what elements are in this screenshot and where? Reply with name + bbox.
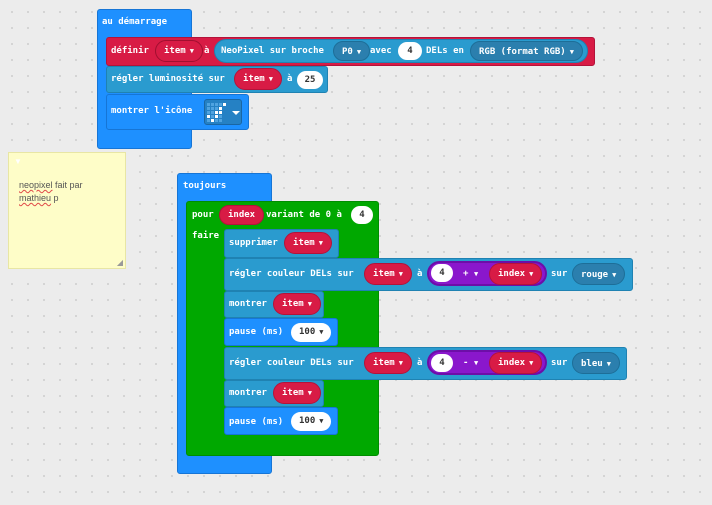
chevron-down-icon: ▼ <box>606 360 611 368</box>
leds-in-label: DELs en <box>426 46 464 56</box>
color-dropdown[interactable]: bleu▼ <box>572 352 620 374</box>
to-label: à <box>417 358 423 368</box>
chevron-down-icon <box>232 111 240 115</box>
for-label: pour <box>192 210 214 220</box>
led-pattern-icon[interactable] <box>204 99 242 125</box>
math-operator-label[interactable]: - <box>463 358 469 368</box>
item-variable-dropdown[interactable]: item▼ <box>155 40 203 62</box>
comment-word: mathieu <box>19 193 52 203</box>
led-count-input[interactable]: 4 <box>398 42 422 60</box>
set-label: définir <box>111 46 149 56</box>
brightness-label: régler luminosité sur <box>111 74 225 84</box>
index-variable-dropdown[interactable]: index▼ <box>489 263 543 285</box>
item-variable-label: item <box>282 299 304 309</box>
on-label: sur <box>551 358 568 368</box>
chevron-down-icon: ▼ <box>398 270 403 278</box>
led-matrix-icon <box>207 103 240 122</box>
show-label: montrer <box>229 299 267 309</box>
comment-note[interactable]: ▼ neopixel fait par mathieu p ◢ <box>8 152 126 269</box>
resize-handle-icon[interactable]: ◢ <box>116 258 123 267</box>
color-dropdown[interactable]: rouge▼ <box>572 263 626 285</box>
comment-word: neopixel <box>19 180 53 190</box>
pin-value: P0 <box>342 47 353 57</box>
chevron-down-icon: ▼ <box>268 75 273 83</box>
chevron-down-icon: ▼ <box>529 359 534 367</box>
pause-value: 100 <box>299 416 316 426</box>
pause-label: pause (ms) <box>229 327 284 337</box>
pause-label: pause (ms) <box>229 417 284 427</box>
clear-label: supprimer <box>229 238 278 248</box>
chevron-down-icon: ▼ <box>474 270 479 278</box>
item-variable-label: item <box>373 358 395 368</box>
color-value: bleu <box>581 359 603 369</box>
neopixel-label: NeoPixel sur broche <box>221 46 324 56</box>
math-left-input[interactable]: 4 <box>431 264 453 282</box>
show-icon-label: montrer l'icône <box>111 106 193 116</box>
set-pixel-color-block[interactable] <box>224 347 627 380</box>
forever-label: toujours <box>183 181 227 191</box>
chevron-down-icon: ▼ <box>398 359 403 367</box>
brightness-input[interactable]: 25 <box>297 71 323 89</box>
on-start-label: au démarrage <box>102 17 168 27</box>
format-value: RGB (format RGB) <box>479 47 566 57</box>
item-variable-label: item <box>164 46 186 56</box>
collapse-icon[interactable]: ▼ <box>14 157 22 166</box>
to-label: à <box>287 74 293 84</box>
chevron-down-icon: ▼ <box>356 48 362 56</box>
item-variable-label: item <box>373 269 395 279</box>
on-label: sur <box>551 269 568 279</box>
index-variable-label: index <box>498 269 526 279</box>
pause-duration-dropdown[interactable]: 100▼ <box>291 412 332 431</box>
comment-text[interactable]: neopixel fait par mathieu p <box>19 179 119 205</box>
item-variable-dropdown[interactable]: item▼ <box>364 352 412 374</box>
chevron-down-icon: ▼ <box>319 417 324 425</box>
chevron-down-icon: ▼ <box>307 389 312 397</box>
item-variable-dropdown[interactable]: item▼ <box>273 293 321 315</box>
to-label: à <box>417 269 423 279</box>
item-variable-dropdown[interactable]: item▼ <box>364 263 412 285</box>
chevron-down-icon: ▼ <box>569 48 574 56</box>
item-variable-dropdown[interactable]: item▼ <box>273 382 321 404</box>
item-variable-label: item <box>293 238 315 248</box>
pin-dropdown[interactable]: P0▼ <box>333 41 371 61</box>
to-label: à <box>204 46 210 56</box>
item-variable-label: item <box>243 74 265 84</box>
index-variable[interactable]: index <box>219 205 265 225</box>
index-variable-dropdown[interactable]: index▼ <box>489 352 543 374</box>
pause-duration-dropdown[interactable]: 100▼ <box>291 323 332 342</box>
do-label: faire <box>192 231 220 241</box>
chevron-down-icon: ▼ <box>318 239 323 247</box>
color-value: rouge <box>581 270 609 280</box>
chevron-down-icon: ▼ <box>307 300 312 308</box>
comment-word: p <box>51 193 59 203</box>
loop-end-input[interactable]: 4 <box>351 206 373 224</box>
chevron-down-icon: ▼ <box>319 328 324 336</box>
math-operator-label[interactable]: + <box>463 269 469 279</box>
math-left-input[interactable]: 4 <box>431 354 453 372</box>
show-label: montrer <box>229 388 267 398</box>
index-variable-label: index <box>228 210 256 220</box>
item-variable-label: item <box>282 388 304 398</box>
chevron-down-icon: ▼ <box>529 270 534 278</box>
pause-value: 100 <box>299 327 316 337</box>
with-label: avec <box>370 46 392 56</box>
set-color-label: régler couleur DELs sur <box>229 358 354 368</box>
set-brightness-block[interactable] <box>106 66 328 93</box>
chevron-down-icon: ▼ <box>474 359 479 367</box>
index-variable-label: index <box>498 358 526 368</box>
chevron-down-icon: ▼ <box>612 271 617 279</box>
range-label: variant de 0 à <box>266 210 342 220</box>
item-variable-dropdown[interactable]: item▼ <box>284 232 332 254</box>
item-variable-dropdown[interactable]: item▼ <box>234 68 282 90</box>
chevron-down-icon: ▼ <box>189 47 194 55</box>
comment-word: fait par <box>52 180 83 190</box>
set-color-label: régler couleur DELs sur <box>229 269 354 279</box>
format-dropdown[interactable]: RGB (format RGB)▼ <box>470 41 583 61</box>
